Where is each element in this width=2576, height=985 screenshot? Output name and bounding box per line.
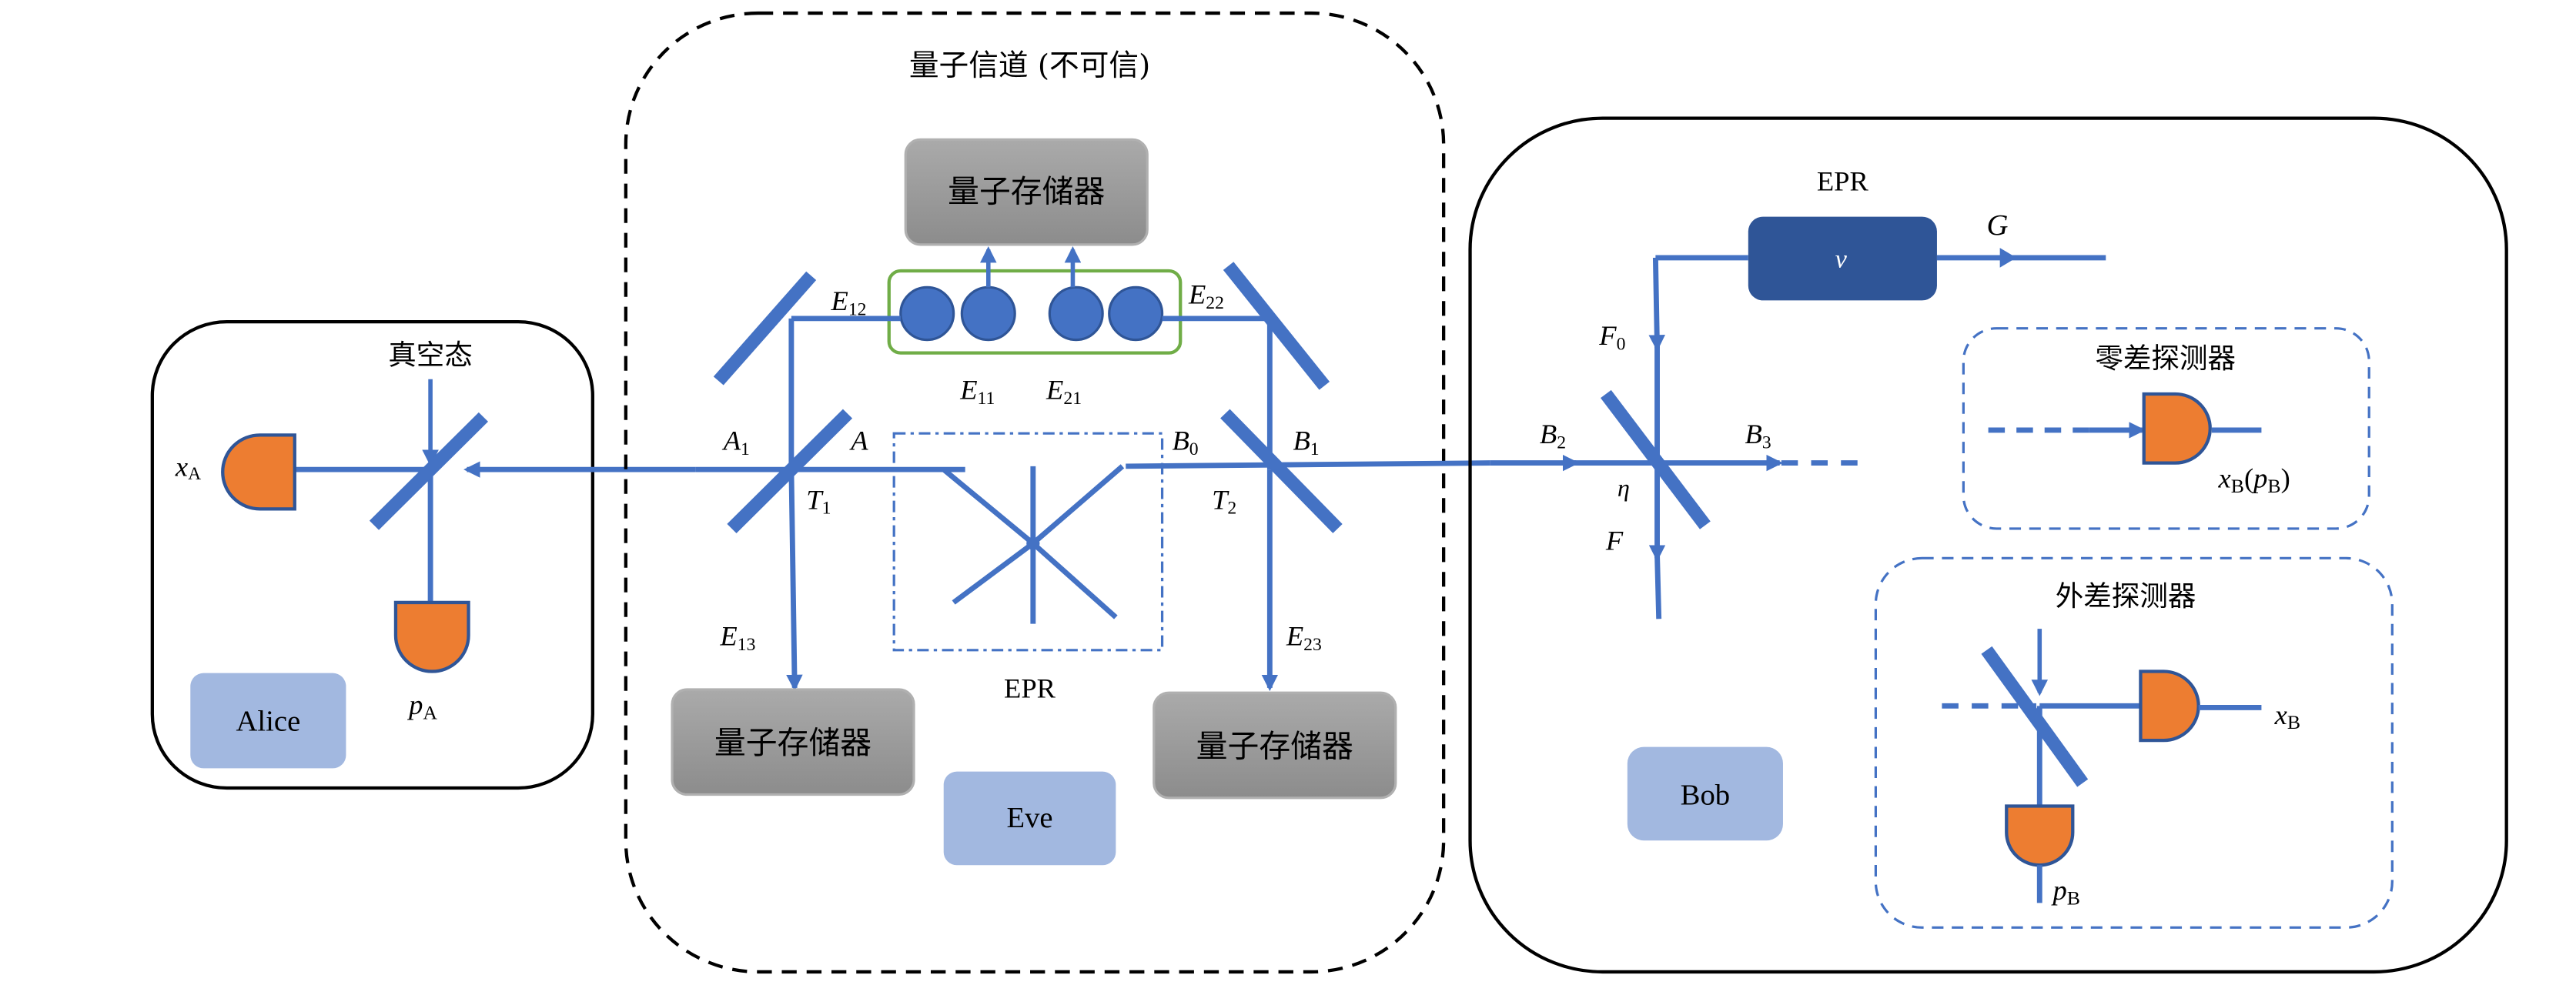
beam-f0 bbox=[1648, 257, 1665, 352]
beam-b0-to-t2 bbox=[1126, 460, 1490, 469]
quantum-memory-top bbox=[904, 138, 1149, 246]
label-a: A bbox=[849, 426, 868, 456]
label-t2: T2 bbox=[1212, 484, 1236, 518]
heterodyne-title: 外差探测器 bbox=[2056, 579, 2196, 613]
channel-title: 量子信道 (不可信) bbox=[909, 48, 1150, 83]
heterodyne-x-detector bbox=[2139, 669, 2200, 743]
bob-border bbox=[1468, 116, 2508, 974]
label-a1: A1 bbox=[722, 426, 750, 459]
eve-epr-label: EPR bbox=[1004, 673, 1056, 704]
heterodyne-beamsplitter bbox=[1981, 646, 2089, 787]
quantum-memory-top-label: 量子存储器 bbox=[948, 173, 1105, 210]
heterodyne-p-detector bbox=[2005, 804, 2075, 867]
bob-epr-label: EPR bbox=[1817, 166, 1869, 197]
eve-name: Eve bbox=[1006, 802, 1052, 834]
label-eta: η bbox=[1618, 473, 1630, 501]
label-e22: E22 bbox=[1188, 279, 1224, 313]
mode-e21b bbox=[1108, 285, 1164, 342]
alice-border bbox=[150, 319, 594, 790]
beamsplitter-t2 bbox=[1220, 409, 1343, 533]
mode-e11a bbox=[899, 285, 955, 342]
stored-modes-group bbox=[887, 269, 1183, 355]
eve-epr-source-box bbox=[892, 432, 1164, 652]
label-e23: E23 bbox=[1286, 621, 1322, 655]
bob-panel: EPR v G F0 B2 B3 η F 零差探测器 xB(pB) 外差探测器 bbox=[1468, 116, 2508, 974]
mirror-left-top bbox=[713, 271, 817, 386]
bob-name: Bob bbox=[1681, 779, 1731, 811]
heterodyne-p-label: pB bbox=[2050, 875, 2079, 909]
heterodyne-x-label: xB bbox=[2274, 700, 2300, 733]
eve-party-box bbox=[943, 771, 1116, 866]
label-f: F bbox=[1605, 526, 1624, 556]
alice-panel: 真空态 xA pA Alice bbox=[150, 319, 696, 790]
alice-p-label: pA bbox=[406, 690, 437, 723]
alice-p-detector bbox=[393, 600, 470, 673]
quantum-memory-left-label: 量子存储器 bbox=[714, 724, 871, 761]
mode-e21a bbox=[1048, 285, 1104, 342]
beam-g-arrowhead bbox=[1999, 248, 2017, 268]
label-b0: B0 bbox=[1172, 426, 1198, 459]
label-b3: B3 bbox=[1745, 419, 1771, 452]
label-e12: E12 bbox=[830, 285, 866, 319]
bob-epr-source bbox=[1748, 216, 1937, 301]
homodyne-detector bbox=[2142, 392, 2212, 465]
label-g: G bbox=[1986, 209, 2008, 242]
label-t1: T1 bbox=[806, 484, 831, 518]
label-e21: E21 bbox=[1045, 375, 1082, 409]
label-b2: B2 bbox=[1540, 419, 1566, 452]
label-e13: E13 bbox=[719, 621, 755, 655]
quantum-channel-panel: 量子信道 (不可信) 量子存储器 bbox=[624, 11, 1490, 974]
eve-epr-source-icon bbox=[942, 464, 1125, 624]
quantum-memory-right bbox=[1153, 691, 1397, 800]
alice-x-label: xA bbox=[175, 452, 201, 484]
beam-e13 bbox=[786, 469, 803, 692]
quantum-memory-left bbox=[671, 688, 915, 796]
channel-border bbox=[624, 11, 1446, 974]
label-b1: B1 bbox=[1293, 426, 1319, 459]
alice-beamsplitter bbox=[369, 412, 488, 530]
label-f0: F0 bbox=[1598, 320, 1625, 354]
homodyne-detector-box bbox=[1962, 327, 2370, 530]
beam-f-tail bbox=[1654, 554, 1662, 619]
heterodyne-detector-box bbox=[1874, 556, 2394, 929]
alice-party-box bbox=[190, 673, 346, 769]
quantum-memory-right-label: 量子存储器 bbox=[1196, 728, 1353, 765]
mirror-right-top bbox=[1223, 262, 1330, 390]
homodyne-title: 零差探测器 bbox=[2095, 342, 2236, 375]
mode-e11b bbox=[960, 285, 1016, 342]
bob-epr-symbol: v bbox=[1835, 245, 1848, 274]
bob-party-box bbox=[1627, 746, 1783, 841]
alice-name: Alice bbox=[236, 705, 300, 737]
vacuum-state-label: 真空态 bbox=[388, 339, 473, 372]
label-e11: E11 bbox=[959, 375, 995, 409]
alice-x-detector bbox=[221, 433, 296, 511]
homodyne-output-label: xB(pB) bbox=[2218, 463, 2290, 497]
